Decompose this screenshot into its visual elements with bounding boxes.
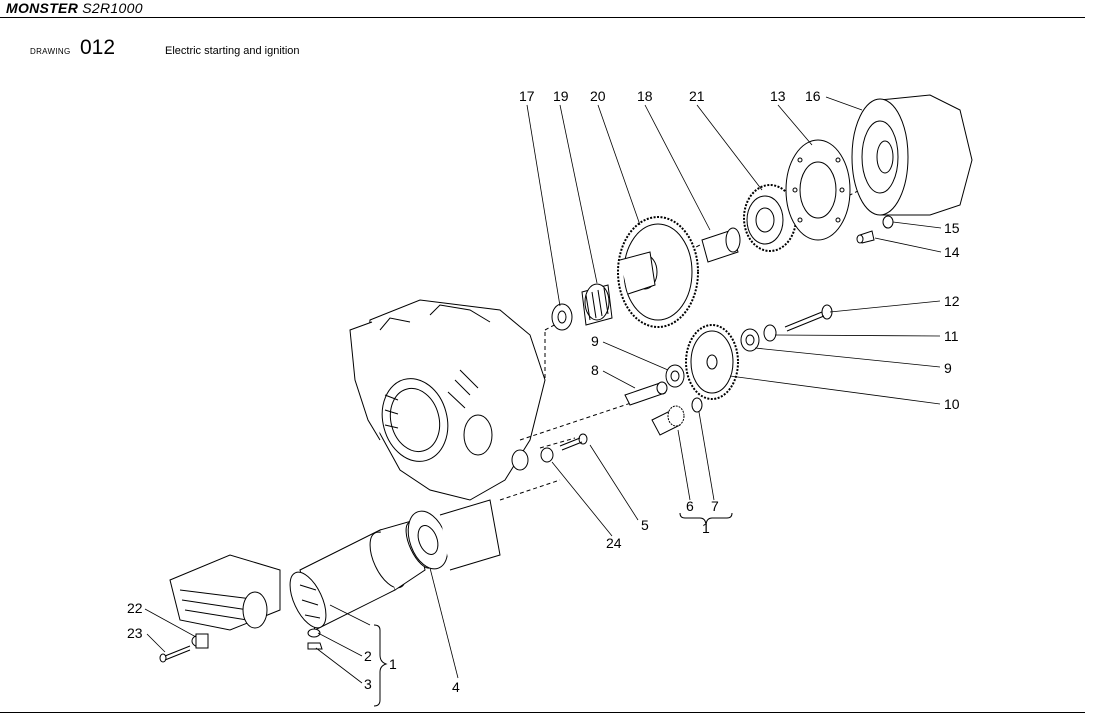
callout-1-starter: 1 <box>389 656 397 672</box>
crankcase-cover <box>349 299 546 501</box>
brand-model: MONSTER <box>6 0 79 16</box>
callout-9-right: 9 <box>944 360 952 376</box>
callout-7: 7 <box>711 498 719 514</box>
header: MONSTER S2R1000 <box>0 0 1110 20</box>
callout-18: 18 <box>637 88 653 104</box>
callout-labels: 17 19 20 18 21 13 16 15 14 12 11 9 10 9 … <box>127 88 960 695</box>
pickup-sensor <box>169 554 281 631</box>
leader-lines <box>144 96 942 684</box>
part-23-screw <box>159 645 191 663</box>
part-3-nut <box>307 642 323 650</box>
callout-24: 24 <box>606 535 622 551</box>
drawing-number: 012 <box>80 36 116 59</box>
part-15-clip <box>882 215 894 229</box>
part-8-pin <box>624 381 668 406</box>
part-12-bolt <box>784 304 833 332</box>
callout-3: 3 <box>364 676 372 692</box>
part-19-bearing <box>581 283 613 326</box>
part-4-spacer <box>407 499 501 571</box>
top-rule <box>0 17 1085 18</box>
part-10-gear <box>685 324 739 400</box>
part-20-gear <box>617 216 699 328</box>
part-18-bushing <box>701 227 741 263</box>
callout-20: 20 <box>590 88 606 104</box>
bracket-group-1-left <box>373 624 388 707</box>
part-22-bushing <box>191 633 209 649</box>
callout-12: 12 <box>944 293 960 309</box>
part-9-washer-upper <box>740 328 760 352</box>
part-6-pinion <box>651 405 685 436</box>
callout-21: 21 <box>689 88 705 104</box>
callout-19: 19 <box>553 88 569 104</box>
callout-9-left: 9 <box>591 333 599 349</box>
callout-2: 2 <box>364 648 372 664</box>
callout-4: 4 <box>452 679 460 695</box>
drawing-label: DRAWING <box>30 47 71 56</box>
part-11-circlip <box>763 324 777 342</box>
part-16-rotor <box>851 94 973 216</box>
bracket-group-1 <box>679 512 733 525</box>
starter-motor <box>289 519 435 631</box>
callout-13: 13 <box>770 88 786 104</box>
brand-title: MONSTER S2R1000 <box>6 0 143 16</box>
part-17-washer <box>551 303 573 331</box>
callout-5: 5 <box>641 517 649 533</box>
drawing-title: Electric starting and ignition <box>165 45 300 57</box>
callout-14: 14 <box>944 244 960 260</box>
part-2-washer <box>307 628 321 638</box>
part-24-bush <box>540 447 554 463</box>
callout-10: 10 <box>944 396 960 412</box>
callout-11: 11 <box>944 328 959 344</box>
callout-6: 6 <box>686 498 694 514</box>
part-13-flange <box>785 139 851 241</box>
brand-variant: S2R1000 <box>78 0 143 16</box>
callout-16: 16 <box>805 88 821 104</box>
callout-8: 8 <box>591 362 599 378</box>
bottom-rule <box>0 712 1085 713</box>
part-7-ring <box>691 397 703 413</box>
callout-23: 23 <box>127 625 143 641</box>
part-14-pin <box>856 230 875 244</box>
part-21-freewheel <box>743 184 797 252</box>
part-5-screw <box>559 433 588 451</box>
callout-1-group: 1 <box>702 520 710 536</box>
callout-17: 17 <box>519 88 535 104</box>
callout-15: 15 <box>944 220 960 236</box>
part-9-washer-lower <box>665 364 685 388</box>
callout-22: 22 <box>127 600 143 616</box>
